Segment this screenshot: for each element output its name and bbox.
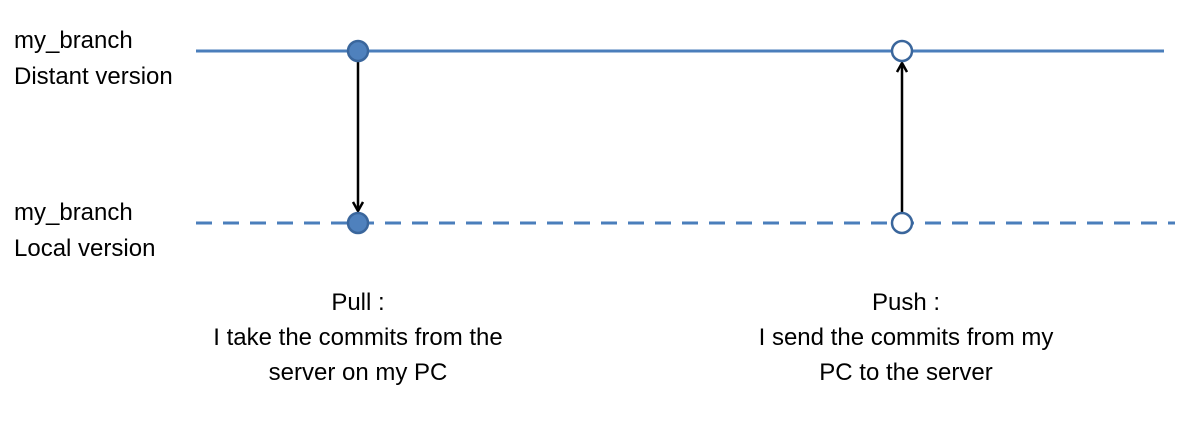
push-desc-line1: I send the commits from my — [758, 324, 1054, 351]
pull-caption: Pull : I take the commits from the serve… — [148, 285, 568, 390]
pull-local-commit-node — [346, 211, 370, 235]
local-branch-version: Local version — [14, 235, 156, 262]
push-desc-line2: PC to the server — [819, 359, 993, 386]
pull-title: Pull : — [331, 289, 385, 316]
pull-desc-line1: I take the commits from the — [213, 324, 503, 351]
push-distant-commit-node — [890, 39, 914, 63]
push-title: Push : — [871, 289, 941, 316]
distant-branch-label: my_branch Distant version — [14, 23, 173, 95]
distant-branch-version: Distant version — [14, 63, 173, 90]
push-local-commit-node — [890, 211, 914, 235]
pull-desc-line2: server on my PC — [268, 359, 448, 386]
pull-distant-commit-node — [346, 39, 370, 63]
local-branch-name: my_branch — [14, 199, 133, 226]
distant-branch-name: my_branch — [14, 27, 133, 54]
push-caption: Push : I send the commits from my PC to … — [696, 285, 1116, 390]
local-branch-label: my_branch Local version — [14, 195, 155, 267]
